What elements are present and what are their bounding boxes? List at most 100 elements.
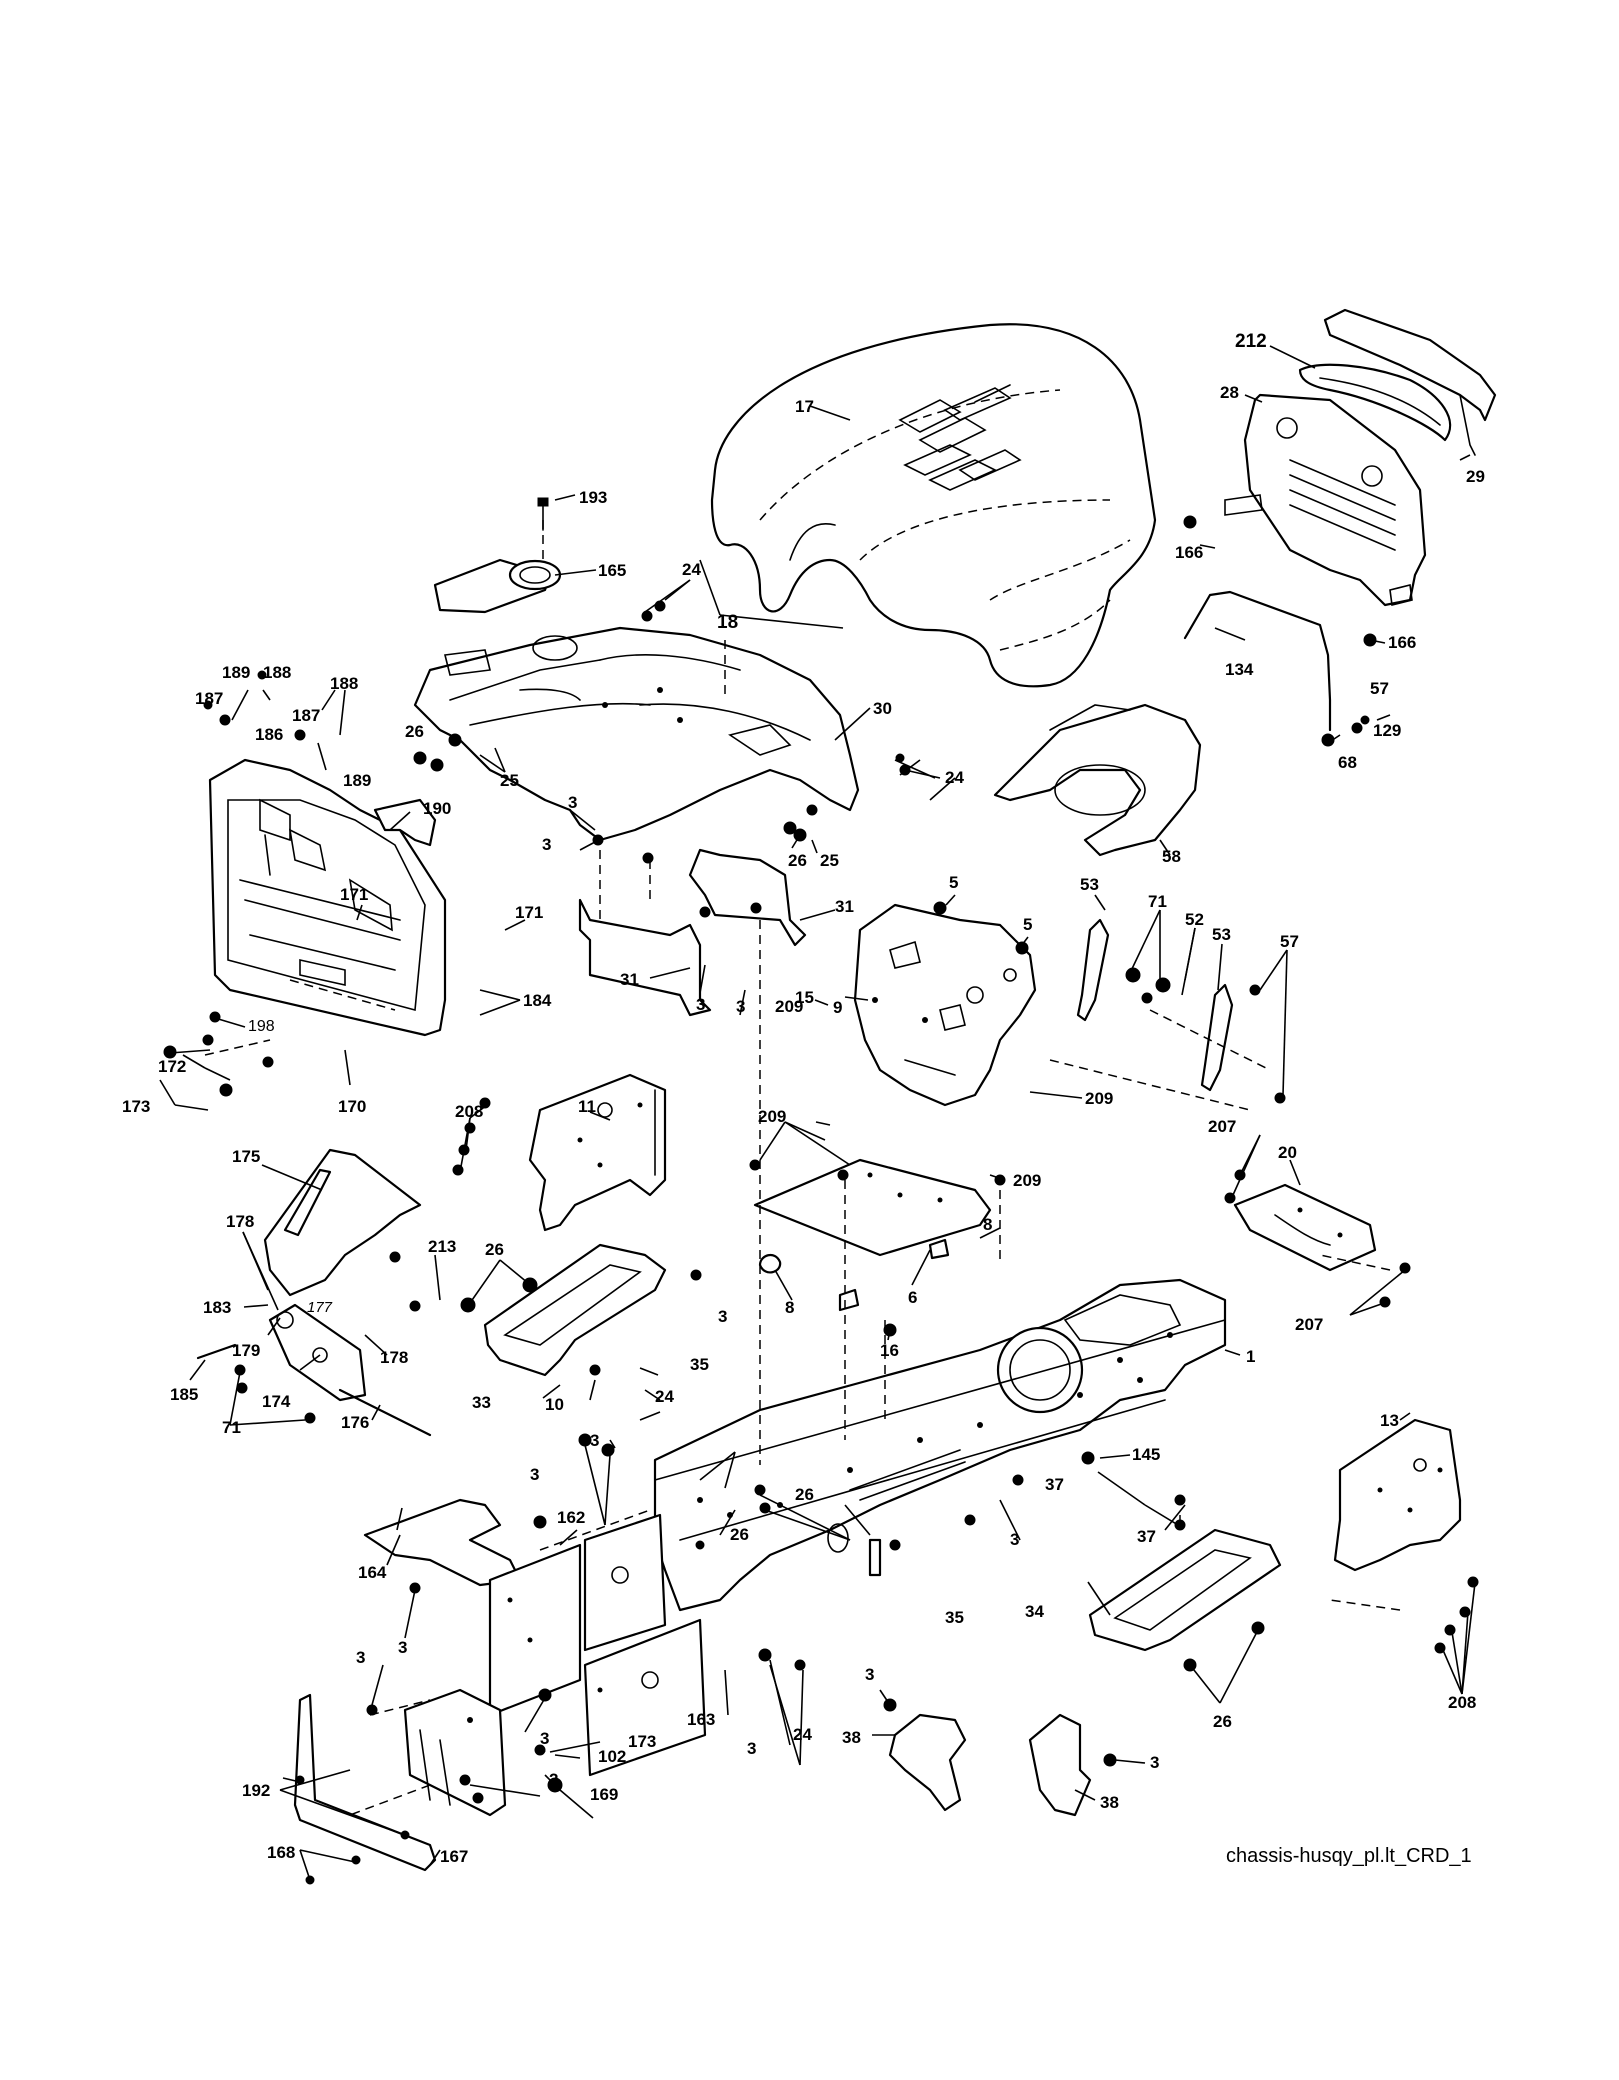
callout-3-e: 3 — [718, 1307, 727, 1326]
callout-5-a: 5 — [949, 873, 958, 892]
callout-164: 164 — [358, 1563, 387, 1582]
callout-8-a: 8 — [983, 1215, 992, 1234]
callout-183: 183 — [203, 1298, 231, 1317]
callout-189-b: 189 — [343, 771, 371, 790]
callout-129: 129 — [1373, 721, 1401, 740]
brake-pedal-assembly — [196, 1303, 432, 1437]
callout-26-b: 26 — [788, 851, 807, 870]
callout-134: 134 — [1225, 660, 1254, 679]
callout-168: 168 — [267, 1843, 295, 1862]
callout-186: 186 — [255, 725, 283, 744]
callout-8-b: 8 — [785, 1298, 794, 1317]
callout-29: 29 — [1466, 467, 1485, 486]
callout-2: 2 — [549, 1770, 558, 1789]
callout-16: 16 — [880, 1341, 899, 1360]
callout-3-i: 3 — [398, 1638, 407, 1657]
callout-6: 6 — [908, 1288, 917, 1307]
callout-3-k: 3 — [540, 1729, 549, 1748]
callout-174: 174 — [262, 1392, 291, 1411]
callout-28: 28 — [1220, 383, 1239, 402]
callout-58: 58 — [1162, 847, 1181, 866]
callout-10: 10 — [545, 1395, 564, 1414]
callout-102: 102 — [598, 1747, 626, 1766]
callout-169: 169 — [590, 1785, 618, 1804]
callout-35-a: 35 — [690, 1355, 709, 1374]
callout-163: 163 — [687, 1710, 715, 1729]
callout-26-f: 26 — [1213, 1712, 1232, 1731]
callout-207-a: 207 — [1208, 1117, 1236, 1136]
callout-207-b: 207 — [1295, 1315, 1323, 1334]
callout-189-a: 189 — [222, 663, 250, 682]
callout-3-n: 3 — [1150, 1753, 1159, 1772]
callout-13: 13 — [1380, 1411, 1399, 1430]
callout-193: 193 — [579, 488, 607, 507]
callout-18: 18 — [717, 612, 738, 633]
callout-184: 184 — [523, 991, 552, 1010]
callout-179: 179 — [232, 1341, 260, 1360]
rear-bracket-right — [1028, 1713, 1092, 1817]
callout-34: 34 — [1025, 1602, 1044, 1621]
callout-52: 52 — [1185, 910, 1204, 929]
callout-24-d: 24 — [793, 1725, 812, 1744]
callout-190: 190 — [423, 799, 451, 818]
callout-25-b: 25 — [820, 851, 839, 870]
callout-3-d: 3 — [736, 997, 745, 1016]
front-grille — [1224, 393, 1427, 607]
callout-166-a: 166 — [1175, 543, 1203, 562]
callout-171-b: 171 — [515, 903, 543, 922]
dash-brackets — [578, 848, 807, 1017]
callout-209-d: 209 — [1013, 1171, 1041, 1190]
callout-208-b: 208 — [1448, 1693, 1476, 1712]
callout-3-b: 3 — [542, 835, 551, 854]
callout-175: 175 — [232, 1147, 260, 1166]
callout-3-g: 3 — [530, 1465, 539, 1484]
callout-24-a: 24 — [682, 560, 701, 579]
callout-26-c: 26 — [485, 1240, 504, 1259]
callout-20: 20 — [1278, 1143, 1297, 1162]
callout-192: 192 — [242, 1781, 270, 1800]
callout-165: 165 — [598, 561, 626, 580]
side-panel-left — [528, 1073, 667, 1232]
diagram-caption: chassis-husqy_pl.lt_CRD_1 — [1226, 1845, 1472, 1867]
callout-37-b: 37 — [1137, 1527, 1156, 1546]
lower-panels — [488, 1513, 707, 1777]
callout-33: 33 — [472, 1393, 491, 1412]
callout-68: 68 — [1338, 753, 1357, 772]
left-footrest — [483, 1243, 667, 1377]
callout-1: 1 — [1246, 1347, 1255, 1366]
bracket-right — [1200, 983, 1234, 1092]
support-plate — [1233, 1183, 1377, 1272]
callout-38-b: 38 — [1100, 1793, 1119, 1812]
callout-208-a: 208 — [455, 1102, 483, 1121]
callout-9: 9 — [833, 998, 842, 1017]
callout-37-a: 37 — [1045, 1475, 1064, 1494]
hood — [710, 323, 1157, 688]
bracket-left — [1076, 918, 1110, 1022]
callout-209-a: 209 — [775, 997, 803, 1016]
callout-31-b: 31 — [620, 970, 639, 989]
callout-177: 177 — [307, 1299, 333, 1316]
callout-171-a: 171 — [340, 885, 368, 904]
callout-3-h: 3 — [1010, 1530, 1019, 1549]
leader-lines — [159, 345, 1476, 1881]
callout-170: 170 — [338, 1097, 366, 1116]
callout-24-b: 24 — [945, 768, 964, 787]
callout-31-a: 31 — [835, 897, 854, 916]
callout-178-a: 178 — [226, 1212, 254, 1231]
headlight-lens — [1298, 363, 1452, 442]
callout-71-a: 71 — [1148, 892, 1167, 911]
console-bracket — [373, 798, 437, 847]
callout-26-a: 26 — [405, 722, 424, 741]
callout-57-a: 57 — [1370, 679, 1389, 698]
callout-3-m: 3 — [865, 1665, 874, 1684]
main-frame — [653, 1278, 1227, 1612]
rear-frame — [293, 1688, 507, 1872]
alignment-lines — [204, 520, 1401, 1816]
callout-26-e: 26 — [730, 1525, 749, 1544]
callout-5-b: 5 — [1023, 915, 1032, 934]
callout-15: 15 — [795, 988, 814, 1007]
callout-167: 167 — [440, 1847, 468, 1866]
callout-3-c: 3 — [696, 995, 705, 1014]
callout-71-b: 71 — [222, 1418, 241, 1437]
callout-3-l: 3 — [747, 1739, 756, 1758]
